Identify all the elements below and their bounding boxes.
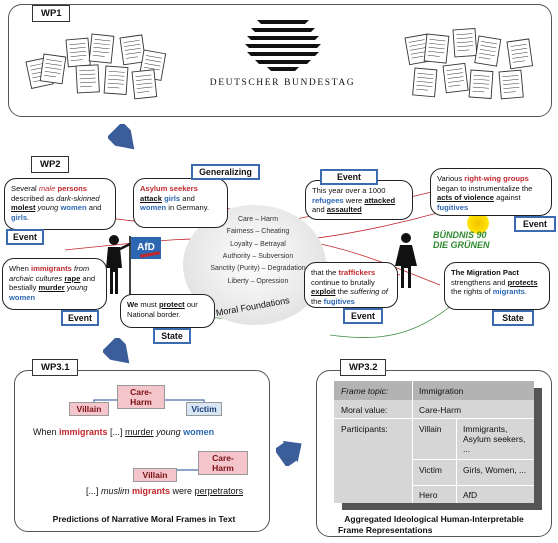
wp32-caption-line1: Aggregated Ideological Human-Interpretab…: [344, 514, 524, 524]
state-tag-left: State: [153, 328, 191, 344]
frame-table: Frame topic: Immigration Moral value: Ca…: [334, 381, 534, 503]
speech-bubble-4: We must protect our National border.: [120, 294, 215, 328]
frame1-villain-node: Villain: [69, 402, 109, 416]
bundestag-eagle-icon: [245, 20, 321, 71]
frame-table-divider-3: [412, 485, 534, 486]
frame2-villain-node: Villain: [133, 468, 177, 482]
speech-bubble-1: Several male persons described as dark-s…: [4, 178, 116, 230]
gruene-logo-line1: BÜNDNIS 90: [433, 230, 487, 240]
wp31-tag: WP3.1: [32, 359, 78, 376]
victim-value: Girls, Women, ...: [463, 465, 527, 475]
moral-foundations-list: Care – Harm Fairness – Cheating Loyalty …: [178, 214, 338, 294]
speech-bubble-8: The Migration Pact strengthens and prote…: [444, 262, 550, 310]
speech-bubble-7: that the traffickers continue to brutall…: [304, 262, 398, 308]
document-stack-icon-right: [404, 27, 534, 100]
gruene-logo-line2: DIE GRÜNEN: [433, 240, 490, 250]
wp2-tag: WP2: [31, 156, 69, 173]
event-tag-5: Event: [343, 308, 383, 324]
event-tag-1: Event: [6, 229, 44, 245]
villain-label: Villain: [419, 424, 442, 434]
gruene-sunflower-icon: [467, 212, 489, 234]
frame2-care-harm-node: Care-Harm: [198, 451, 248, 475]
frame-topic-label: Frame topic:: [341, 386, 389, 396]
mf-sanctity-degradation: Sanctity (Purity) – Degradation: [210, 265, 306, 272]
bundestag-logo-text: DEUTSCHER BUNDESTAG: [209, 78, 356, 88]
frame-table-col-divider-1: [412, 381, 413, 503]
wp32-tag: WP3.2: [340, 359, 386, 376]
frame-table-header: [334, 381, 534, 400]
frame-table-divider-1: [334, 418, 534, 419]
victim-label: Victim: [419, 465, 442, 475]
person-icon: [395, 233, 417, 288]
generalizing-tag: Generalizing: [191, 164, 260, 180]
speech-bubble-2: Asylum seekers attack girls and women in…: [133, 178, 228, 228]
document-stack-icon-left: [25, 33, 167, 100]
frame1-care-harm-node: Care-Harm: [117, 385, 165, 409]
speech-bubble-3: When immigrants from archaic cultures ra…: [2, 258, 107, 310]
mf-fairness-cheating: Fairness – Cheating: [226, 228, 290, 235]
arrow-down-icon-1: [108, 124, 135, 150]
moral-value-label: Moral value:: [341, 405, 388, 415]
arrow-right-icon: [276, 440, 302, 466]
frame-table-col-divider-2: [456, 419, 457, 503]
moral-value-value: Care-Harm: [419, 405, 462, 415]
wp31-caption: Predictions of Narrative Moral Frames in…: [52, 514, 236, 524]
mf-care-harm: Care – Harm: [237, 216, 279, 223]
hero-value: AfD: [463, 490, 478, 500]
wp32-caption-line2: Frame Representations: [338, 525, 433, 535]
state-tag-right: State: [492, 310, 534, 326]
participants-label: Participants:: [341, 424, 388, 434]
frame1-victim-node: Victim: [186, 402, 222, 416]
frame2-sentence: [...] muslim migrants were perpetrators: [86, 486, 244, 496]
speech-bubble-6: Various right-wing groups began to instr…: [430, 168, 552, 216]
frame-table-divider-2: [412, 459, 534, 460]
event-tag-2: Event: [61, 310, 99, 326]
mf-authority-subversion: Authority – Subversion: [222, 253, 294, 260]
speech-bubble-5: This year over a 1000 refugees were atta…: [305, 180, 413, 220]
afd-logo: AfD: [137, 242, 155, 253]
frame1-sentence: When immigrants [...] murder young women: [33, 427, 215, 437]
event-tag-4: Event: [514, 216, 556, 232]
arrow-down-icon-2: [103, 338, 130, 364]
wp1-tag: WP1: [32, 5, 70, 22]
mf-loyalty-betrayal: Loyalty – Betrayal: [230, 241, 286, 248]
hero-label: Hero: [419, 490, 438, 500]
frame-topic-value: Immigration: [419, 386, 464, 396]
villain-value: Immigrants, Asylum seekers, ...: [463, 424, 526, 454]
event-tag-3: Event: [320, 169, 378, 185]
mf-liberty-opression: Liberty – Opression: [227, 278, 289, 285]
